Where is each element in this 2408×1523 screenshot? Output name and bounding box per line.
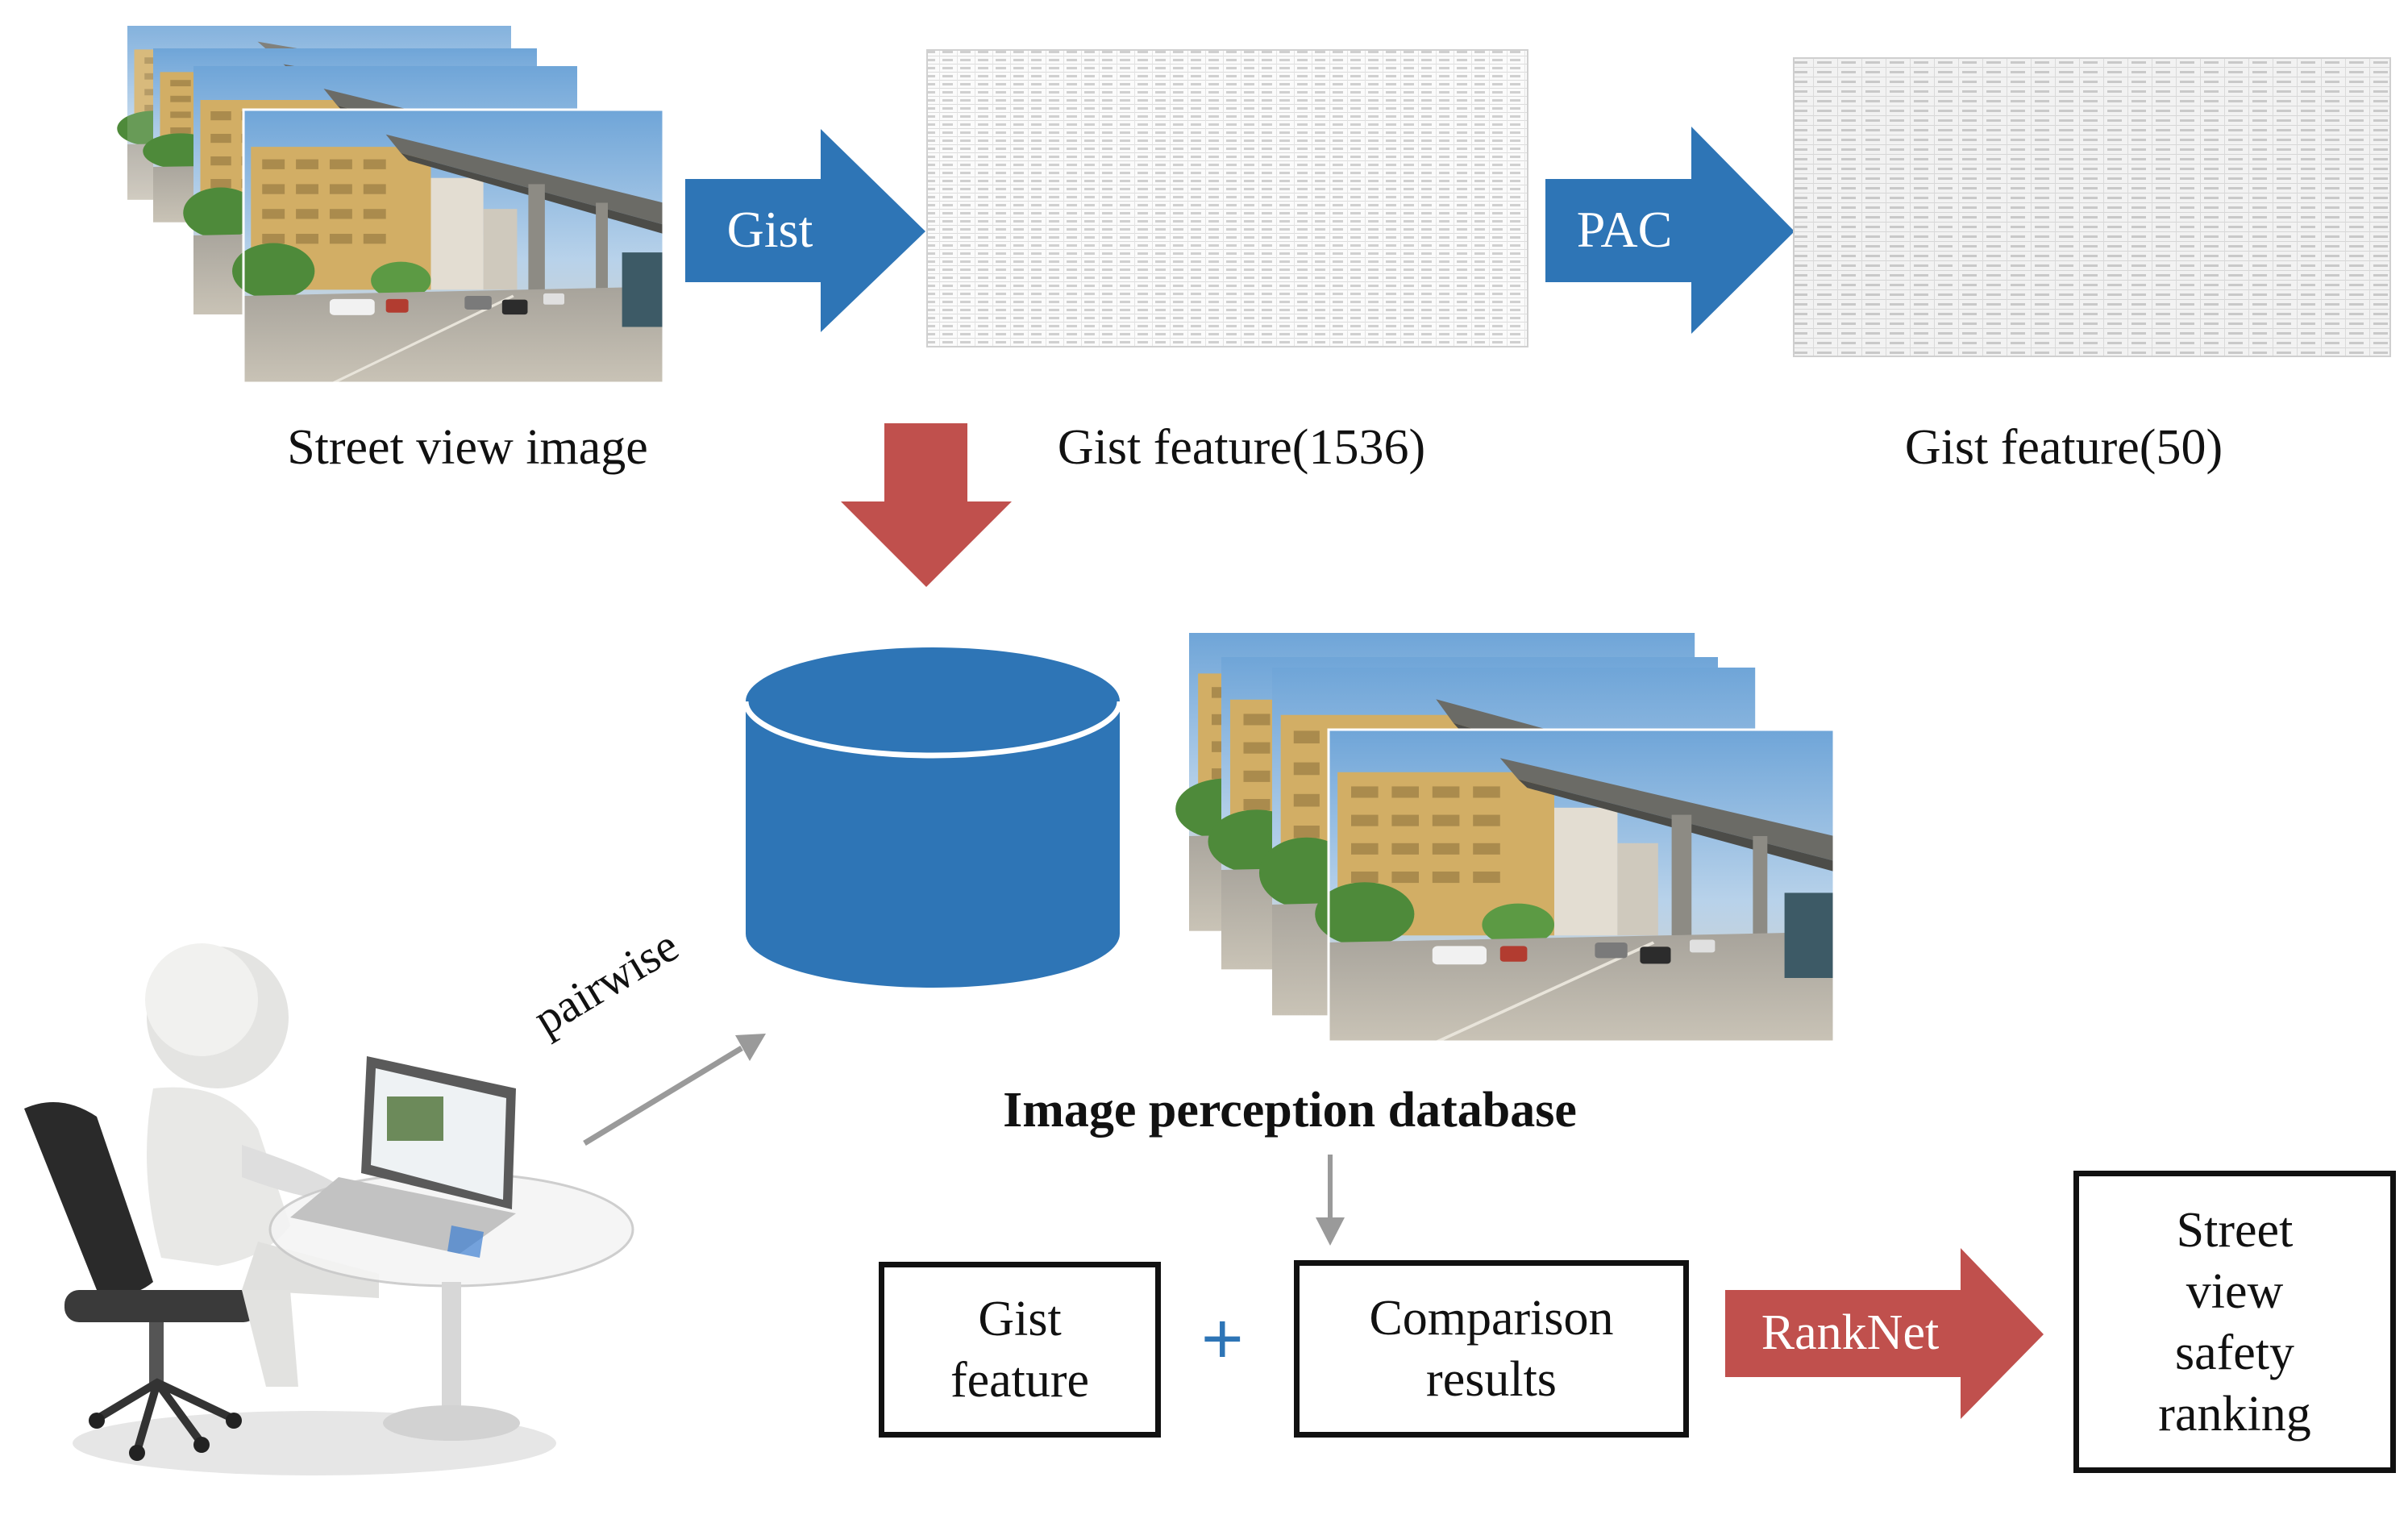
- comparison-results-box-text: Comparison results: [1369, 1291, 1614, 1407]
- gist-feature-50-table: [1793, 57, 2391, 357]
- street-view-image-caption: Street view image: [287, 420, 648, 475]
- gist-feature-box: Gist feature: [879, 1262, 1161, 1438]
- pairwise-arrow: [583, 1034, 766, 1146]
- pac-arrow-label: PAC: [1576, 201, 1673, 258]
- image-perception-database-caption: Image perception database: [1003, 1083, 1577, 1138]
- gist-feature-50-caption: Gist feature(50): [1904, 420, 2223, 475]
- gist-arrow: [685, 129, 925, 332]
- pac-arrow: [1545, 127, 1795, 334]
- street-view-safety-ranking-box: Street view safety ranking: [2073, 1171, 2396, 1473]
- comparison-results-box: Comparison results: [1294, 1260, 1689, 1438]
- red-down-arrow: [841, 423, 1012, 587]
- ranknet-arrow: [1725, 1248, 2044, 1419]
- person-at-laptop-illustration: [24, 943, 634, 1475]
- database-image-stack: [1175, 633, 1834, 1042]
- gist-feature-1536-table: [926, 49, 1528, 347]
- gist-feature-box-text: Gist feature: [950, 1292, 1090, 1408]
- ranknet-arrow-label: RankNet: [1761, 1305, 1940, 1360]
- database-icon: [742, 647, 1123, 988]
- plus-sign: +: [1201, 1299, 1244, 1379]
- street-view-image-stack: [115, 24, 665, 385]
- gist-arrow-label: Gist: [726, 201, 813, 258]
- database-to-comparison-arrow: [1316, 1155, 1345, 1246]
- gist-feature-1536-caption: Gist feature(1536): [1057, 420, 1426, 475]
- ranking-box-text: Street view safety ranking: [2158, 1202, 2311, 1442]
